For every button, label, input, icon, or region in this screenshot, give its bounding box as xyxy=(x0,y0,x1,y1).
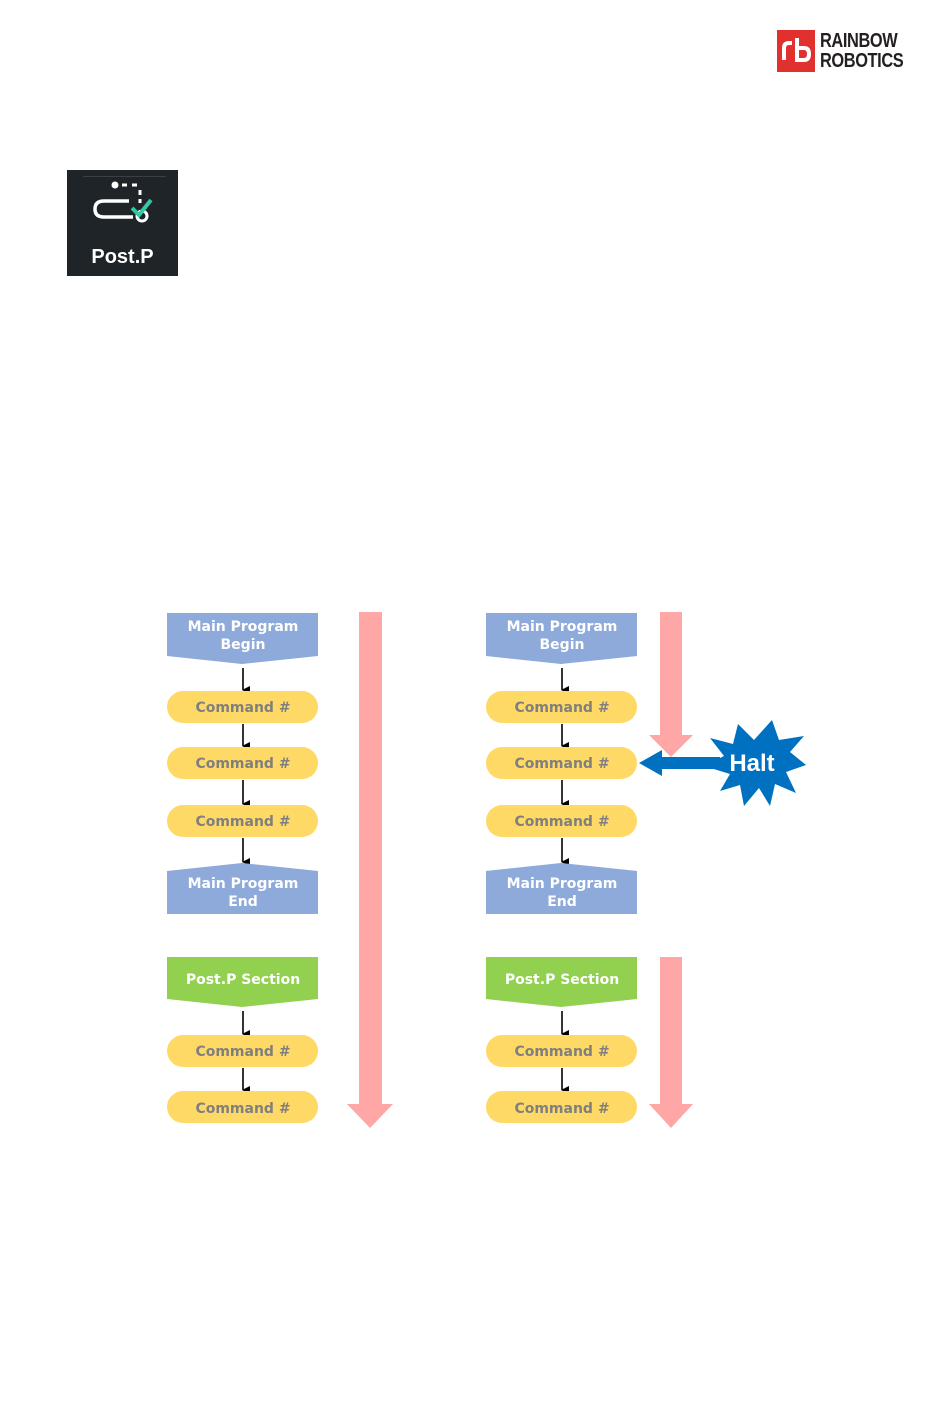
svg-text:Begin: Begin xyxy=(540,637,585,653)
right-main-end-block: Main Program End xyxy=(486,863,637,914)
post-program-button[interactable]: Post.P xyxy=(67,170,178,276)
svg-text:Post.P Section: Post.P Section xyxy=(186,972,300,988)
right-execution-arrow-main xyxy=(649,612,693,757)
right-post-section-block: Post.P Section xyxy=(486,957,637,1007)
left-main-end-block: Main Program End xyxy=(167,863,318,914)
left-main-begin-line-1: Main Program xyxy=(188,619,299,635)
svg-text:Command #: Command # xyxy=(195,1044,290,1060)
right-flow: Main Program Begin Command # Command # C… xyxy=(486,612,806,1128)
svg-text:Command #: Command # xyxy=(195,756,290,772)
svg-text:Command #: Command # xyxy=(514,756,609,772)
right-post-command-2: Command # xyxy=(486,1091,637,1123)
left-post-command-2: Command # xyxy=(167,1091,318,1123)
right-main-begin-block: Main Program Begin xyxy=(486,613,637,664)
halt-arrow xyxy=(639,750,720,776)
left-command-2: Command # xyxy=(167,747,318,779)
svg-text:Command #: Command # xyxy=(514,1044,609,1060)
left-command-1: Command # xyxy=(167,691,318,723)
right-command-2: Command # xyxy=(486,747,637,779)
halt-burst-icon: Halt xyxy=(704,720,806,806)
post-program-icon xyxy=(89,178,153,230)
left-main-begin-line-2: Begin xyxy=(221,637,266,653)
svg-text:Command #: Command # xyxy=(514,700,609,716)
svg-text:End: End xyxy=(228,894,258,910)
left-command-3: Command # xyxy=(167,805,318,837)
rainbow-robotics-logo: RAINBOW ROBOTICS xyxy=(777,30,922,72)
left-main-begin-block: Main Program Begin xyxy=(167,613,318,664)
right-execution-arrow-post xyxy=(649,957,693,1128)
svg-text:Command #: Command # xyxy=(514,1101,609,1117)
svg-text:Command #: Command # xyxy=(195,700,290,716)
svg-text:Main Program: Main Program xyxy=(507,876,618,892)
right-command-3: Command # xyxy=(486,805,637,837)
left-post-section-block: Post.P Section xyxy=(167,957,318,1007)
halt-label: Halt xyxy=(729,750,774,777)
svg-text:Post.P Section: Post.P Section xyxy=(505,972,619,988)
svg-text:Command #: Command # xyxy=(195,814,290,830)
right-command-1: Command # xyxy=(486,691,637,723)
right-post-command-1: Command # xyxy=(486,1035,637,1067)
svg-text:Main Program: Main Program xyxy=(188,876,299,892)
left-execution-arrow xyxy=(347,612,393,1128)
logo-line-2: ROBOTICS xyxy=(820,51,903,71)
svg-text:Main Program: Main Program xyxy=(507,619,618,635)
post-program-label: Post.P xyxy=(67,246,178,269)
svg-text:Command #: Command # xyxy=(514,814,609,830)
logo-line-1: RAINBOW xyxy=(820,31,903,51)
left-post-command-1: Command # xyxy=(167,1035,318,1067)
rb-logo-icon xyxy=(777,30,815,72)
svg-text:Command #: Command # xyxy=(195,1101,290,1117)
svg-text:End: End xyxy=(547,894,577,910)
left-flow: Main Program Begin Command # Command # C… xyxy=(167,612,393,1128)
